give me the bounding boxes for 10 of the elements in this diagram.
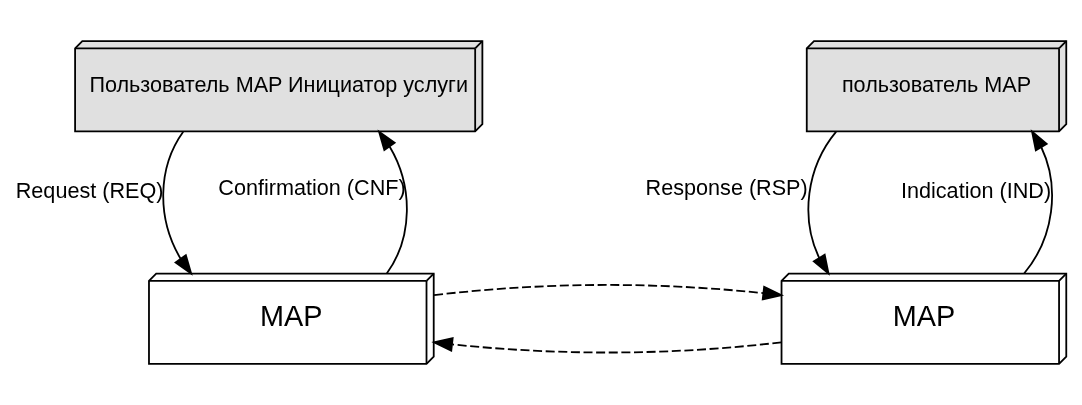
arrow — [377, 129, 408, 275]
edge-label: Indication (IND) — [900, 178, 1052, 204]
arrow — [431, 336, 783, 354]
arrow — [1023, 129, 1053, 275]
arrow — [433, 284, 785, 301]
arrow — [162, 130, 193, 276]
edge-label: Confirmation (CNF) — [218, 174, 406, 200]
edge-label: Request (REQ) — [15, 178, 164, 204]
arrow — [807, 130, 838, 276]
edge-label: Response (RSP) — [645, 174, 808, 200]
